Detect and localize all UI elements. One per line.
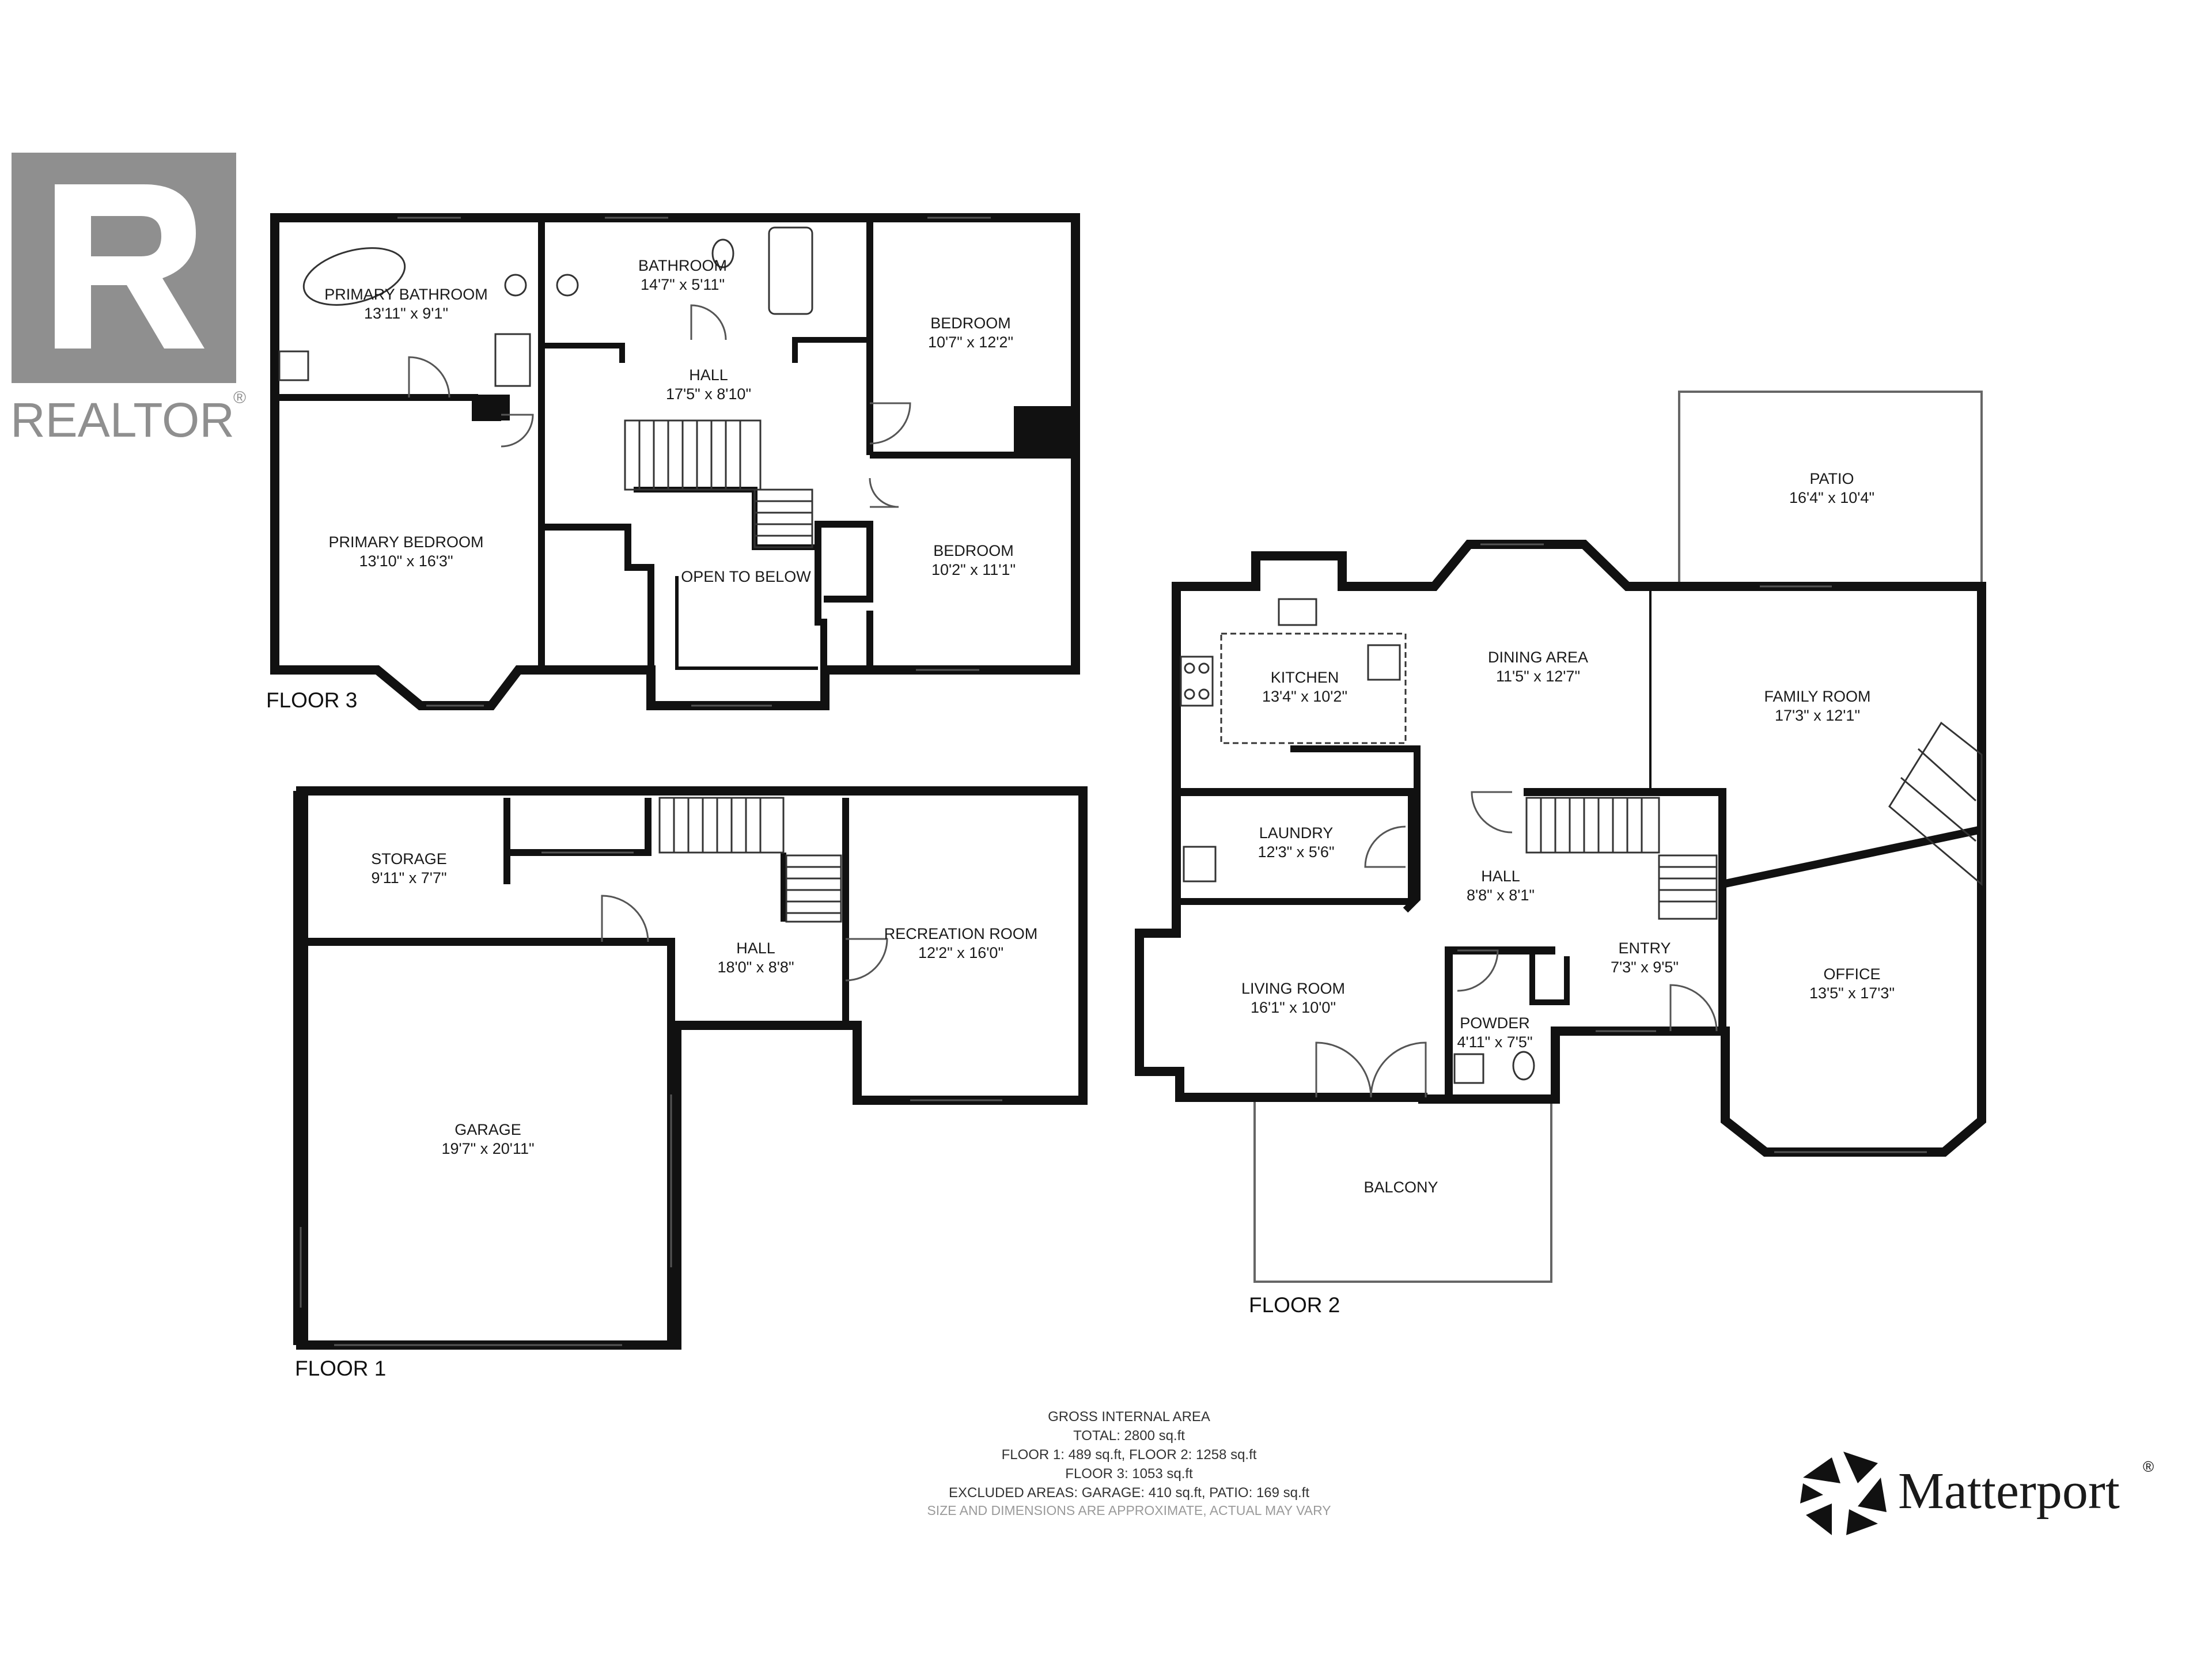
floor-2-plan bbox=[1135, 540, 1986, 1157]
room-bedroom-b-dim: 10'2" x 11'1" bbox=[931, 561, 1016, 578]
rooms-floor-3: PRIMARY BATHROOM 13'11" x 9'1" BATHROOM … bbox=[324, 257, 1016, 585]
room-open-to-below-name: OPEN TO BELOW bbox=[681, 568, 811, 585]
sink-icon bbox=[504, 274, 527, 297]
openings-floor-1 bbox=[300, 851, 1002, 1346]
room-living-room-dim: 16'1" x 10'0" bbox=[1251, 999, 1336, 1016]
room-storage-name: STORAGE bbox=[371, 850, 447, 868]
toilet-icon bbox=[278, 350, 309, 381]
area-summary-total: TOTAL: 2800 sq.ft bbox=[1073, 1428, 1185, 1444]
room-office-name: OFFICE bbox=[1824, 965, 1881, 983]
room-entry-name: ENTRY bbox=[1618, 940, 1671, 957]
area-summary-excluded: EXCLUDED AREAS: GARAGE: 410 sq.ft, PATIO… bbox=[949, 1485, 1309, 1501]
toilet-icon bbox=[1512, 1051, 1535, 1081]
room-recreation-room-name: RECREATION ROOM bbox=[884, 925, 1038, 942]
fixtures-floor-3 bbox=[278, 226, 813, 387]
sink-icon bbox=[1278, 598, 1317, 626]
room-bathroom-name: BATHROOM bbox=[638, 257, 727, 274]
room-entry-dim: 7'3" x 9'5" bbox=[1611, 959, 1679, 976]
stairs-floor-3 bbox=[624, 419, 813, 548]
room-bedroom-a-dim: 10'7" x 12'2" bbox=[928, 334, 1013, 351]
stove-icon bbox=[1180, 656, 1214, 707]
room-bathroom-dim: 14'7" x 5'11" bbox=[641, 276, 725, 293]
room-hall-f1-name: HALL bbox=[736, 940, 775, 957]
room-primary-bedroom-dim: 13'10" x 16'3" bbox=[359, 552, 453, 570]
area-summary-title: GROSS INTERNAL AREA bbox=[1048, 1409, 1210, 1425]
room-family-room-name: FAMILY ROOM bbox=[1764, 688, 1870, 705]
room-hall-f2-dim: 8'8" x 8'1" bbox=[1467, 887, 1535, 904]
toilet-icon bbox=[711, 238, 734, 268]
area-summary-floors-1-2: FLOOR 1: 489 sq.ft, FLOOR 2: 1258 sq.ft bbox=[1002, 1447, 1257, 1463]
matterport-mark-icon bbox=[1800, 1452, 1887, 1535]
area-summary: GROSS INTERNAL AREA TOTAL: 2800 sq.ft FL… bbox=[927, 1409, 1331, 1518]
area-summary-floor-3: FLOOR 3: 1053 sq.ft bbox=[1065, 1466, 1193, 1482]
rooms-floor-1: STORAGE 9'11" x 7'7" HALL 18'0" x 8'8" R… bbox=[371, 850, 1037, 1157]
room-primary-bathroom-name: PRIMARY BATHROOM bbox=[324, 286, 488, 303]
room-primary-bedroom-name: PRIMARY BEDROOM bbox=[328, 533, 483, 551]
room-hall-f3-dim: 17'5" x 8'10" bbox=[666, 385, 751, 403]
room-primary-bathroom-dim: 13'11" x 9'1" bbox=[364, 305, 448, 322]
room-living-room-name: LIVING ROOM bbox=[1241, 980, 1345, 997]
registered-mark: ® bbox=[233, 388, 246, 407]
fireplace-icon bbox=[1888, 721, 1983, 887]
room-dining-area-name: DINING AREA bbox=[1488, 649, 1588, 666]
room-kitchen-name: KITCHEN bbox=[1271, 669, 1339, 686]
matterport-registered-mark: ® bbox=[2143, 1458, 2154, 1475]
room-laundry-name: LAUNDRY bbox=[1259, 824, 1334, 842]
kitchen-island-icon bbox=[1220, 632, 1407, 744]
room-recreation-room-dim: 12'2" x 16'0" bbox=[918, 944, 1003, 961]
room-balcony-name: BALCONY bbox=[1363, 1179, 1438, 1196]
floor-1-label: FLOOR 1 bbox=[295, 1357, 386, 1380]
openings-floor-2 bbox=[1315, 543, 1927, 1153]
matterport-logo: Matterport ® bbox=[1800, 1452, 2154, 1535]
shower-icon bbox=[494, 333, 531, 387]
realtor-wordmark: REALTOR bbox=[10, 393, 234, 447]
room-patio-name: PATIO bbox=[1809, 470, 1854, 487]
room-storage-dim: 9'11" x 7'7" bbox=[371, 869, 446, 887]
room-hall-f1-dim: 18'0" x 8'8" bbox=[717, 959, 794, 976]
realtor-logo: REALTOR ® bbox=[10, 153, 246, 447]
room-dining-area-dim: 11'5" x 12'7" bbox=[1496, 668, 1580, 685]
area-summary-disclaimer: SIZE AND DIMENSIONS ARE APPROXIMATE, ACT… bbox=[927, 1503, 1331, 1518]
room-garage-name: GARAGE bbox=[454, 1121, 521, 1138]
matterport-wordmark: Matterport bbox=[1898, 1463, 2120, 1520]
room-bedroom-b-name: BEDROOM bbox=[933, 542, 1014, 559]
floor-3-label: FLOOR 3 bbox=[266, 688, 357, 712]
room-powder-dim: 4'11" x 7'5" bbox=[1457, 1033, 1532, 1051]
openings-floor-3 bbox=[397, 217, 991, 707]
room-garage-dim: 19'7" x 20'11" bbox=[441, 1140, 534, 1157]
bathtub-icon bbox=[768, 226, 813, 315]
stairs-floor-1 bbox=[658, 797, 842, 923]
rooms-floor-2: PATIO 16'4" x 10'4" KITCHEN 13'4" x 10'2… bbox=[1241, 470, 1895, 1196]
fixtures-floor-2 bbox=[1180, 598, 1535, 1084]
floor-3-plan bbox=[270, 213, 1080, 710]
floor-2-label: FLOOR 2 bbox=[1249, 1293, 1340, 1317]
room-hall-f2-name: HALL bbox=[1481, 868, 1520, 885]
sink-icon bbox=[556, 274, 579, 297]
bathtub-icon bbox=[302, 247, 406, 306]
room-powder-name: POWDER bbox=[1460, 1014, 1530, 1032]
room-laundry-dim: 12'3" x 5'6" bbox=[1257, 843, 1334, 861]
room-kitchen-dim: 13'4" x 10'2" bbox=[1262, 688, 1347, 705]
room-patio-dim: 16'4" x 10'4" bbox=[1789, 489, 1874, 506]
washer-icon bbox=[1183, 846, 1217, 882]
sink-icon bbox=[1453, 1053, 1484, 1084]
room-hall-f3-name: HALL bbox=[689, 366, 728, 384]
room-office-dim: 13'5" x 17'3" bbox=[1809, 984, 1895, 1002]
room-family-room-dim: 17'3" x 12'1" bbox=[1775, 707, 1860, 724]
stairs-floor-2 bbox=[1525, 721, 1983, 920]
room-bedroom-a-name: BEDROOM bbox=[930, 315, 1011, 332]
